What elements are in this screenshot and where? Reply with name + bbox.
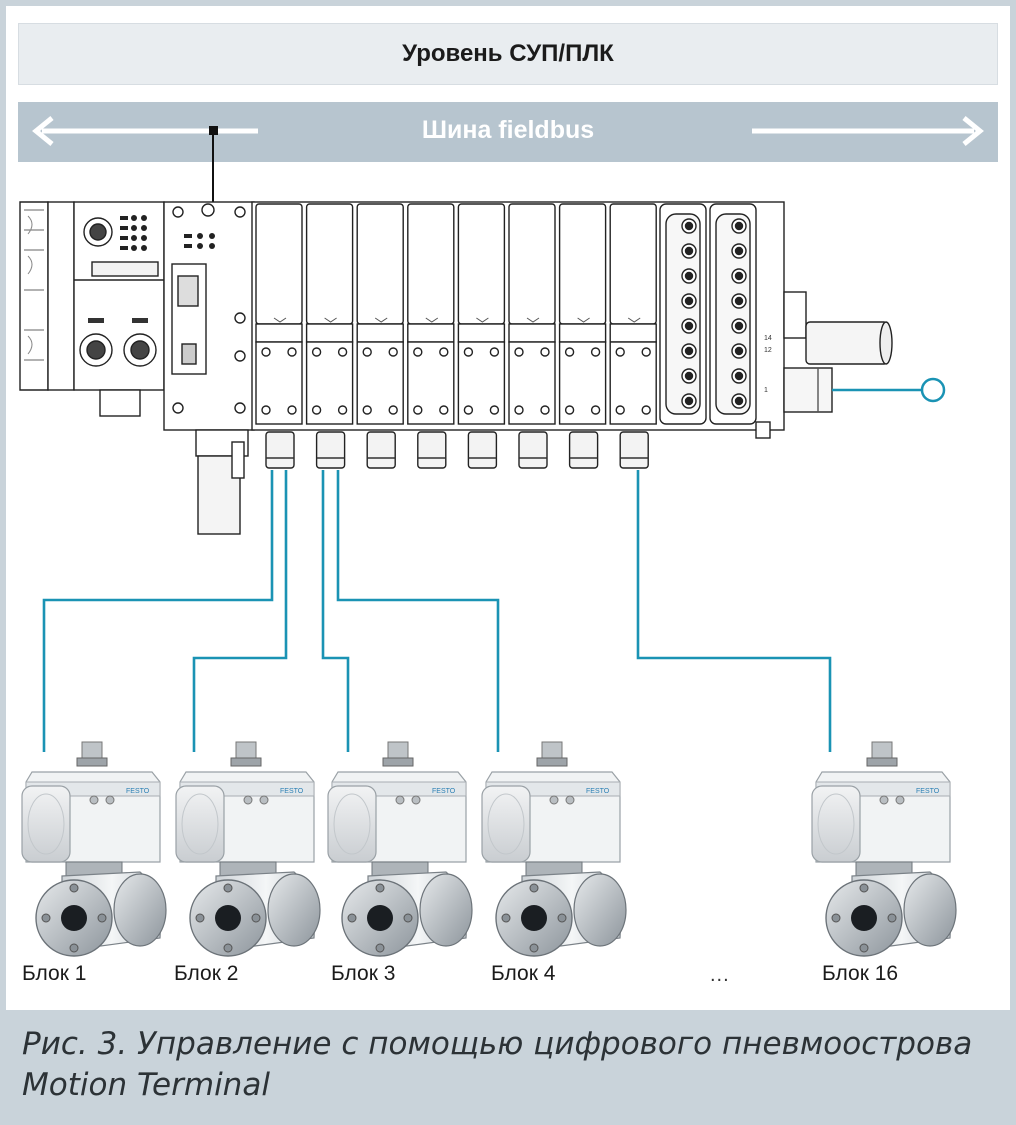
- caption-line-2: Motion Terminal: [22, 1067, 270, 1103]
- air-supply-connection: [832, 377, 946, 403]
- tube-block-16: [636, 470, 832, 752]
- tube-block-2: [192, 470, 288, 752]
- connection-lines: [42, 470, 832, 752]
- bus-tap-line: [209, 126, 218, 202]
- valve-slice: [407, 203, 455, 469]
- valve-block-2: [175, 741, 321, 957]
- block-label-3: Блок 3: [331, 962, 396, 985]
- ellipsis: ...: [710, 964, 730, 986]
- block-label-2: Блок 2: [174, 962, 239, 985]
- valve-slice: [508, 203, 556, 469]
- caption-line-1: Рис. 3. Управление с помощью цифрового п…: [22, 1026, 973, 1062]
- valve-slice: [609, 203, 657, 469]
- figure-caption: Рис. 3. Управление с помощью цифрового п…: [22, 1024, 1002, 1106]
- plc-level-label: Уровень СУП/ПЛК: [402, 40, 614, 67]
- valve-slice: [457, 203, 506, 469]
- tube-block-3: [321, 470, 350, 752]
- valve-block-4: [481, 741, 627, 957]
- valve-slice: [558, 203, 607, 469]
- block-label-1: Блок 1: [22, 962, 87, 985]
- bus-arrow-left: [32, 116, 258, 146]
- block-label-16: Блок 16: [822, 962, 899, 985]
- valve-slice: [305, 203, 354, 469]
- valve-block-3: [327, 741, 473, 957]
- motion-terminal: 14 12 1: [19, 201, 893, 535]
- tube-block-1: [42, 470, 274, 752]
- svg-text:1: 1: [764, 387, 768, 394]
- valve-block-16: [811, 741, 957, 957]
- valve-slice: [356, 203, 404, 469]
- valve-block-1: [21, 741, 167, 957]
- plc-level-bar: Уровень СУП/ПЛК: [18, 23, 998, 85]
- io-terminal-slice: [659, 203, 707, 425]
- svg-text:12: 12: [764, 347, 772, 354]
- bus-arrow-right: [752, 116, 984, 146]
- valve-slice: [255, 203, 303, 469]
- block-label-4: Блок 4: [491, 962, 556, 985]
- tube-block-4: [336, 470, 500, 752]
- svg-text:14: 14: [764, 335, 772, 342]
- io-terminal-slice: [709, 203, 757, 425]
- fieldbus-label: Шина fieldbus: [421, 116, 595, 144]
